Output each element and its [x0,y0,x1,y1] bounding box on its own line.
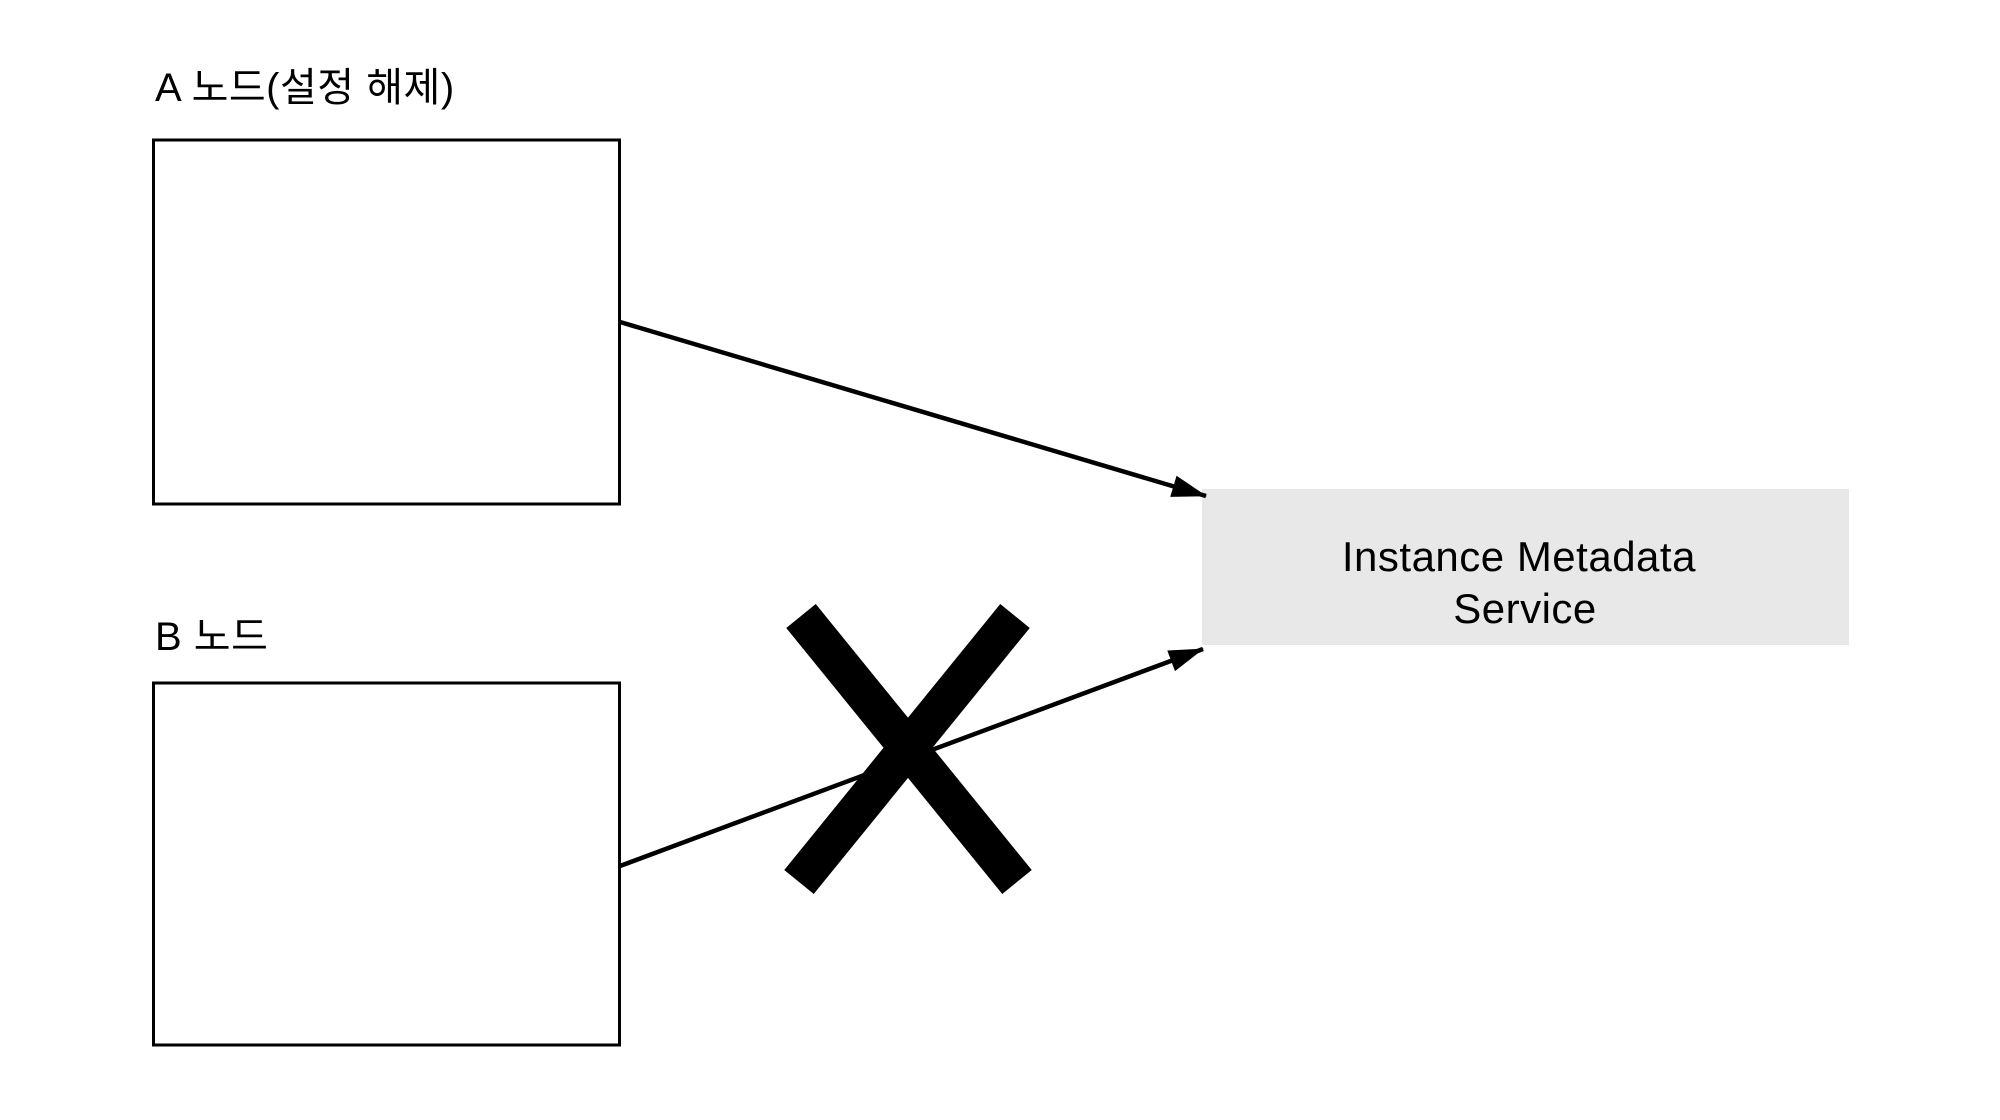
imds-label-line2: Service [1453,585,1597,632]
arrow-node-a-to-imds [619,319,1207,499]
imds-label-line1: Instance Metadata [1342,533,1696,580]
imds-label: Instance Metadata Service [1342,533,1708,632]
x-mark-stroke-ne-sw [784,604,1030,894]
node-b-label: B 노드 [155,615,268,659]
x-mark-icon [784,604,1032,894]
node-a-box [152,138,621,506]
node-b-box [152,681,621,1047]
imds-box [1202,489,1849,645]
node-a-label: A 노드(설정 해제) [155,66,455,110]
